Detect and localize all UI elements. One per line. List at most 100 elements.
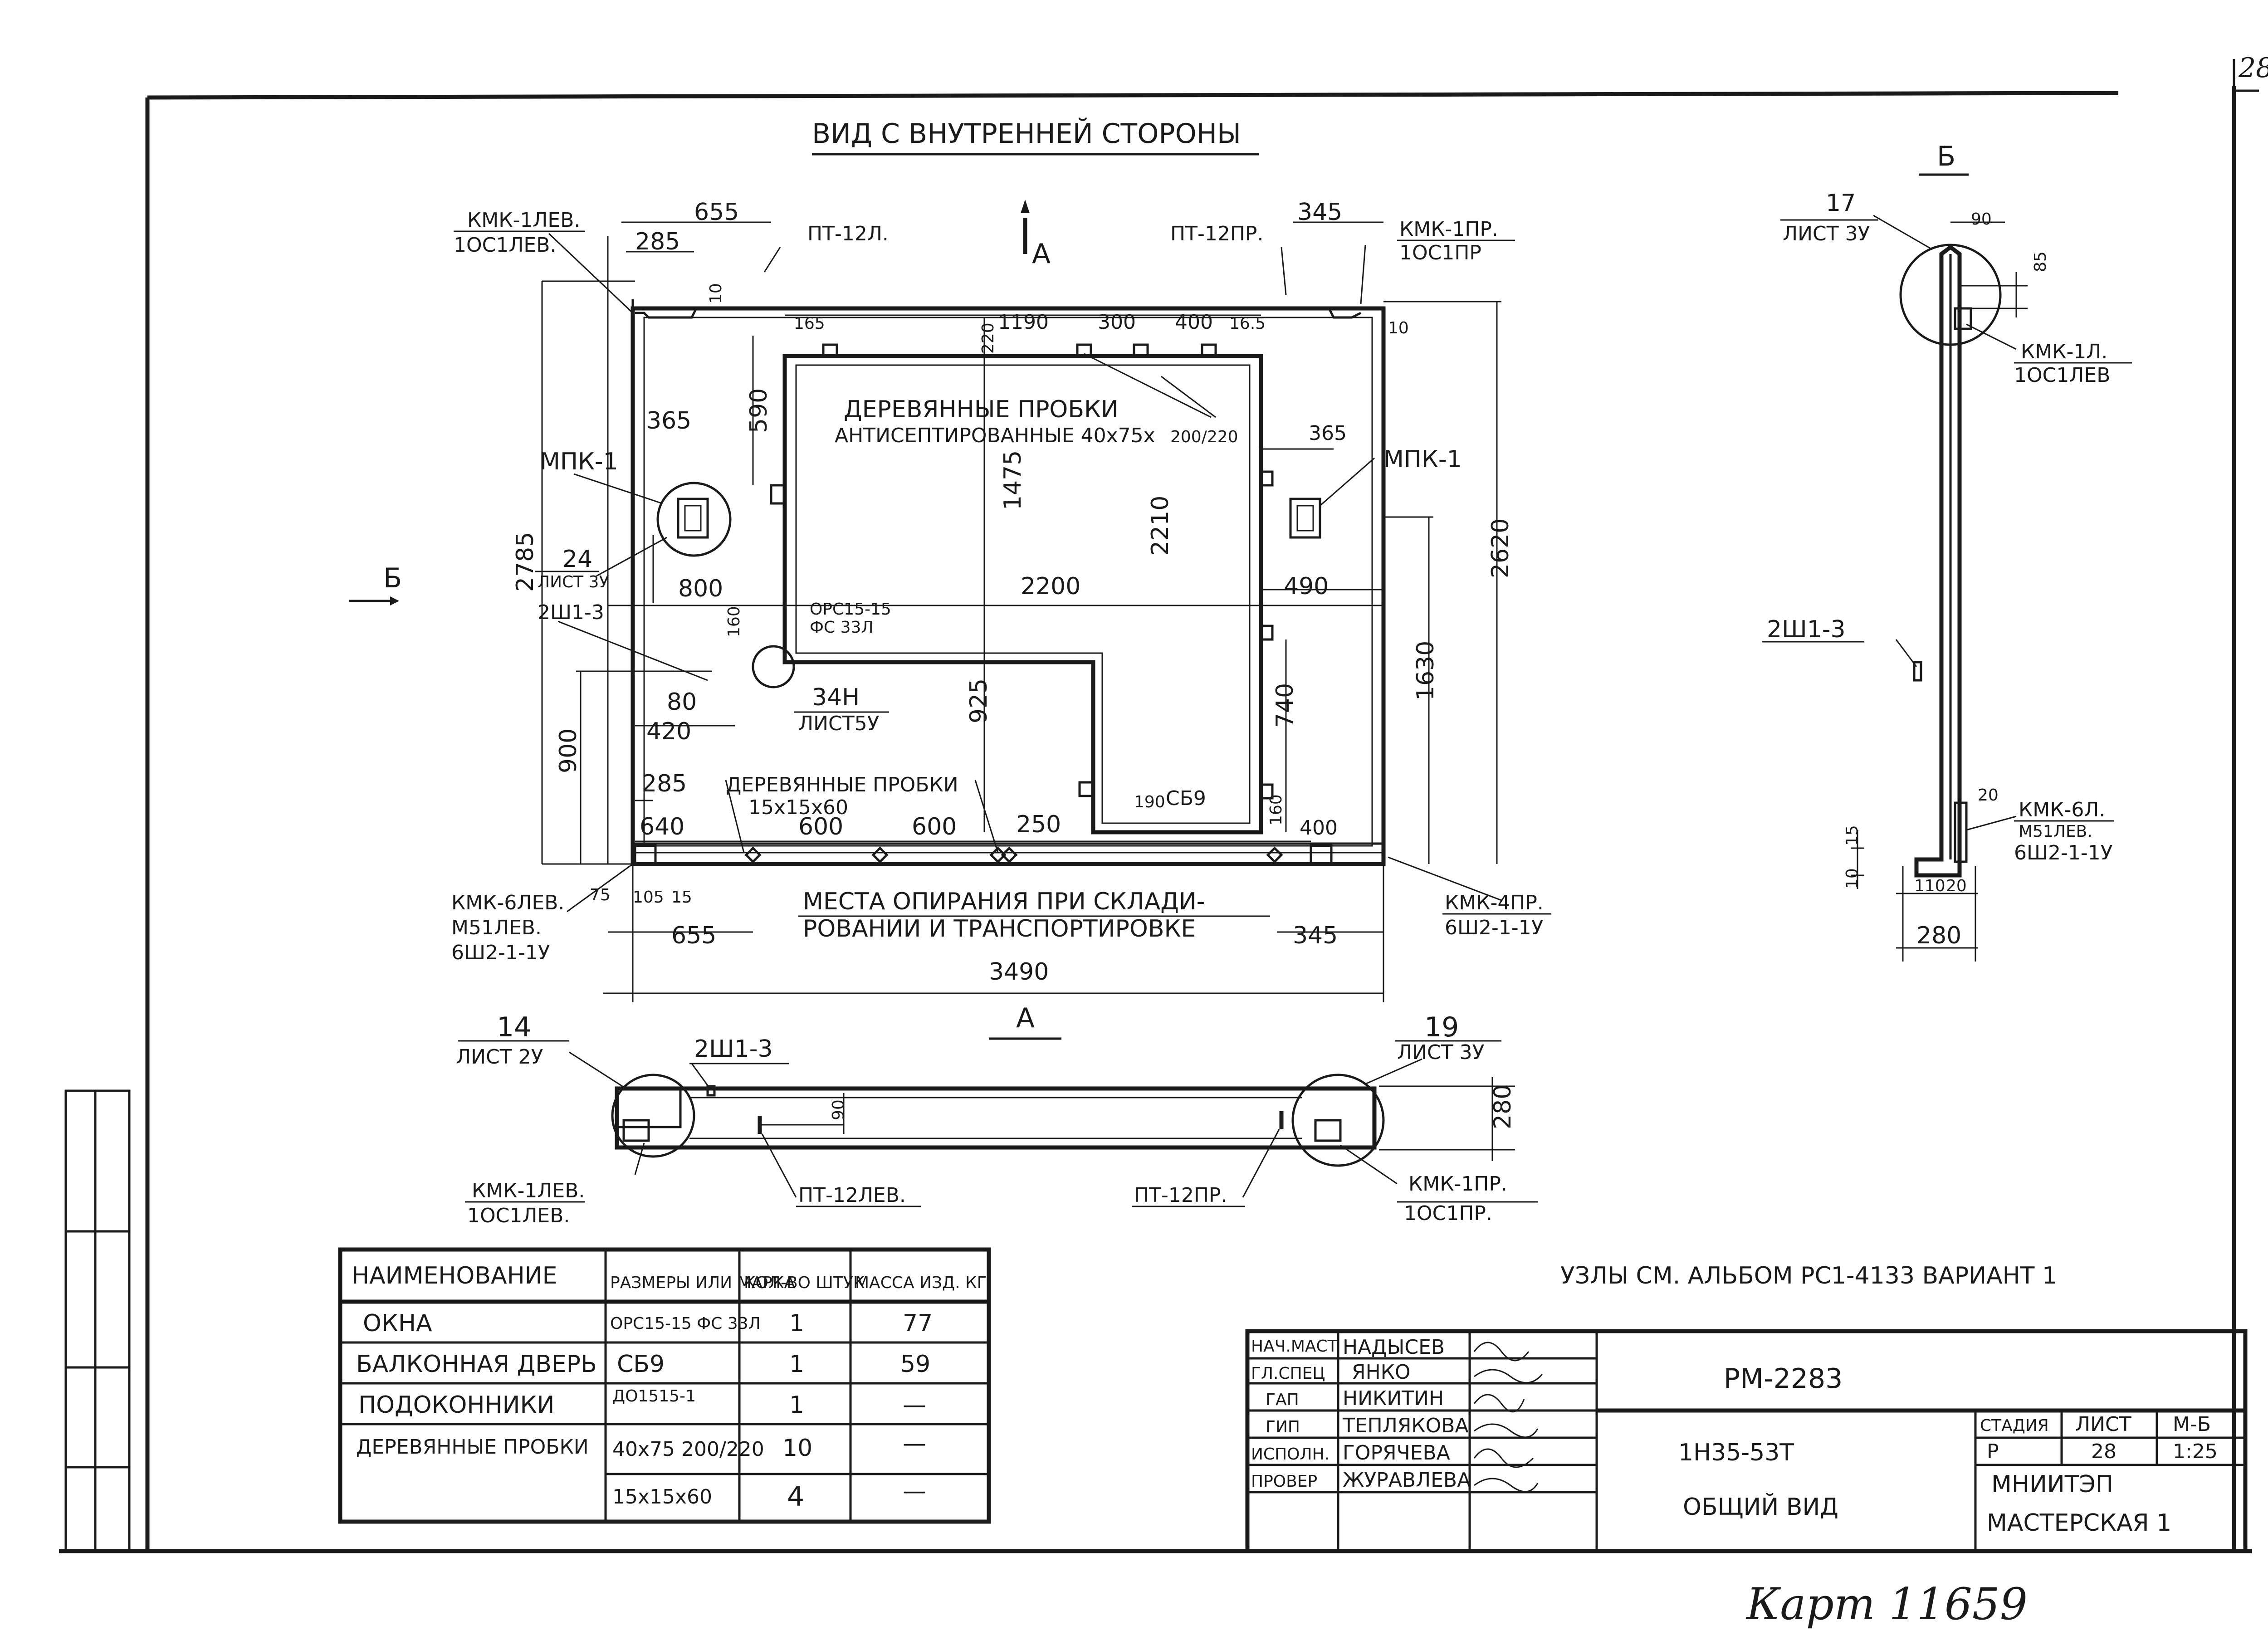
tb-code: РМ-2283 — [1724, 1363, 1843, 1395]
tb-role-6: ПРОВЕР — [1251, 1472, 1317, 1491]
dim-80: 80 — [667, 688, 697, 716]
tb-series: 1Н35-53Т — [1678, 1439, 1794, 1466]
dim-365-right: 365 — [1309, 422, 1347, 445]
tb-workshop: МАСТЕРСКАЯ 1 — [1987, 1509, 2171, 1537]
tb-name-3: НИКИТИН — [1343, 1387, 1444, 1410]
label-top-1os1-left: 1ОС1ЛЕВ. — [467, 1204, 570, 1227]
side-dim-20-top: 20 — [1978, 786, 1999, 805]
label-m51-lev: М51ЛЕВ. — [2019, 822, 2092, 841]
side-dim-20-bottom: 20 — [1946, 877, 1967, 895]
dim-2785: 2785 — [512, 532, 539, 592]
main-view-title: ВИД С ВНУТРЕННЕЙ СТОРОНЫ — [812, 117, 1241, 150]
dim-10-right: 10 — [1388, 319, 1409, 337]
label-top-kmk1-right: КМК-1ПР. — [1408, 1172, 1507, 1196]
sheet-corner-number: 28 — [2238, 52, 2268, 84]
label-section-a: А — [1032, 238, 1051, 270]
label-antiseptic: АНТИСЕПТИРОВАННЫЕ 40х75х — [835, 424, 1155, 447]
dim-1630: 1630 — [1412, 641, 1439, 701]
panel-outline — [631, 306, 1386, 866]
dim-300: 300 — [1098, 311, 1136, 334]
label-support-1: МЕСТА ОПИРАНИЯ ПРИ СКЛАДИ- — [803, 888, 1205, 915]
dim-345-top: 345 — [1297, 199, 1342, 226]
spec-row-3-mark: ДО1515-1 — [612, 1387, 696, 1406]
label-top-pt12-right: ПТ-12ПР. — [1134, 1184, 1227, 1207]
side-dim-280: 280 — [1916, 922, 1961, 949]
tb-name-2: ЯНКО — [1352, 1361, 1411, 1384]
tb-role-4: ГИП — [1266, 1418, 1300, 1436]
spec-row-4-name: ДЕРЕВЯННЫЕ ПРОБКИ — [356, 1435, 589, 1459]
label-wooden-plugs: ДЕРЕВЯННЫЕ ПРОБКИ — [844, 396, 1119, 423]
tb-sheet-header: ЛИСТ — [2075, 1413, 2131, 1436]
top-dim-280: 280 — [1489, 1084, 1516, 1129]
dim-740: 740 — [1271, 683, 1299, 728]
label-6sh2-left: 6Ш2-1-1У — [451, 941, 550, 964]
tb-role-3: ГАП — [1266, 1391, 1299, 1409]
label-node-14-sheet: ЛИСТ 2У — [456, 1045, 543, 1069]
tb-stage-header: СТАДИЯ — [1980, 1416, 2049, 1435]
spec-row-2-name: БАЛКОННАЯ ДВЕРЬ — [356, 1351, 597, 1378]
label-view-b: Б — [383, 562, 402, 594]
label-node-19-sheet: ЛИСТ 3У — [1397, 1041, 1485, 1064]
label-node-19: 19 — [1424, 1011, 1459, 1043]
dim-75: 75 — [590, 886, 611, 904]
dim-2620: 2620 — [1487, 518, 1514, 578]
side-dim-90: 90 — [1971, 210, 1992, 229]
side-view-b: Б 17 ЛИСТ 3У 90 — [1762, 141, 2132, 962]
label-side-2sh1-3: 2Ш1-3 — [1767, 616, 1846, 643]
dim-345-bottom: 345 — [1293, 922, 1338, 949]
tb-role-5: ИСПОЛН. — [1251, 1445, 1330, 1464]
dim-420: 420 — [646, 718, 691, 745]
label-node-24: 24 — [562, 546, 592, 573]
spec-header-mass: МАССА ИЗД. КГ — [855, 1274, 987, 1292]
dim-1190: 1190 — [998, 311, 1049, 334]
label-6sh2-side: 6Ш2-1-1У — [2014, 841, 2113, 864]
dim-490: 490 — [1284, 573, 1329, 600]
dim-220: 220 — [979, 322, 997, 354]
label-top-1os1-right: 1ОС1ПР. — [1404, 1202, 1492, 1225]
tb-name-6: ЖУРАВЛЕВА — [1343, 1469, 1471, 1492]
label-mpk1-left: МПК-1 — [540, 448, 618, 475]
label-window-fs: ФС 33Л — [810, 618, 873, 637]
dim-160: 160 — [725, 606, 743, 637]
spec-row-4-mark: 40х75 200/220 — [612, 1438, 764, 1461]
label-support-2: РОВАНИИ И ТРАНСПОРТИРОВКЕ — [803, 915, 1196, 942]
label-node-14: 14 — [497, 1011, 531, 1043]
dim-250: 250 — [1016, 811, 1061, 838]
dim-105-left: 105 — [633, 888, 664, 907]
main-view: ВИД С ВНУТРЕННЕЙ СТОРОНЫ — [349, 117, 1551, 1002]
label-1os1-lev: 1ОС1ЛЕВ — [2014, 364, 2110, 387]
label-window-mark: ОРС15-15 — [810, 600, 891, 619]
top-view-a: А 14 ЛИСТ 2У 2 — [456, 1002, 1538, 1227]
label-node-17-sheet: ЛИСТ 3У — [1783, 222, 1870, 245]
spec-row-2-mark: СБ9 — [617, 1351, 665, 1378]
dim-15-left: 15 — [671, 888, 692, 907]
spec-header-name: НАИМЕНОВАНИЕ — [352, 1262, 557, 1289]
spec-row-5-mass: — — [903, 1478, 926, 1505]
spec-row-4-mass: — — [903, 1430, 926, 1457]
dim-16-5: 16.5 — [1229, 314, 1266, 333]
label-6sh2-right: 6Ш2-1-1У — [1445, 916, 1544, 939]
label-pt12-right: ПТ-12ПР. — [1170, 222, 1263, 245]
handwritten-note: Карт 11659 — [1745, 1579, 2028, 1630]
label-wooden-plugs-small: ДЕРЕВЯННЫЕ ПРОБКИ — [726, 773, 958, 796]
top-dim-90: 90 — [829, 1099, 848, 1120]
dim-600-b: 600 — [912, 813, 957, 840]
label-kmk6-left: КМК-6ЛЕВ. — [451, 891, 564, 914]
label-mpk1-right: МПК-1 — [1383, 446, 1462, 473]
label-kmk1l: КМК-1Л. — [2021, 340, 2107, 363]
side-dim-110: 110 — [1914, 877, 1945, 895]
label-node-34: 34Н — [812, 684, 860, 711]
dim-365-left: 365 — [646, 407, 691, 434]
top-view-title: А — [1016, 1002, 1035, 1034]
label-kmk4-right: КМК-4ПР. — [1445, 891, 1544, 914]
tb-sheet: 28 — [2091, 1440, 2116, 1463]
tb-stage: Р — [1987, 1440, 1999, 1463]
spec-row-3-name: ПОДОКОННИКИ — [358, 1391, 554, 1419]
label-kmk1-right: КМК-1ПР. — [1399, 218, 1498, 241]
label-node-17: 17 — [1826, 190, 1856, 217]
side-dim-10: 10 — [1843, 868, 1862, 889]
dim-640: 640 — [640, 813, 684, 840]
label-kmk1-left: КМК-1ЛЕВ. — [467, 209, 580, 232]
label-1os1-left: 1ОС1ЛЕВ. — [454, 234, 556, 257]
